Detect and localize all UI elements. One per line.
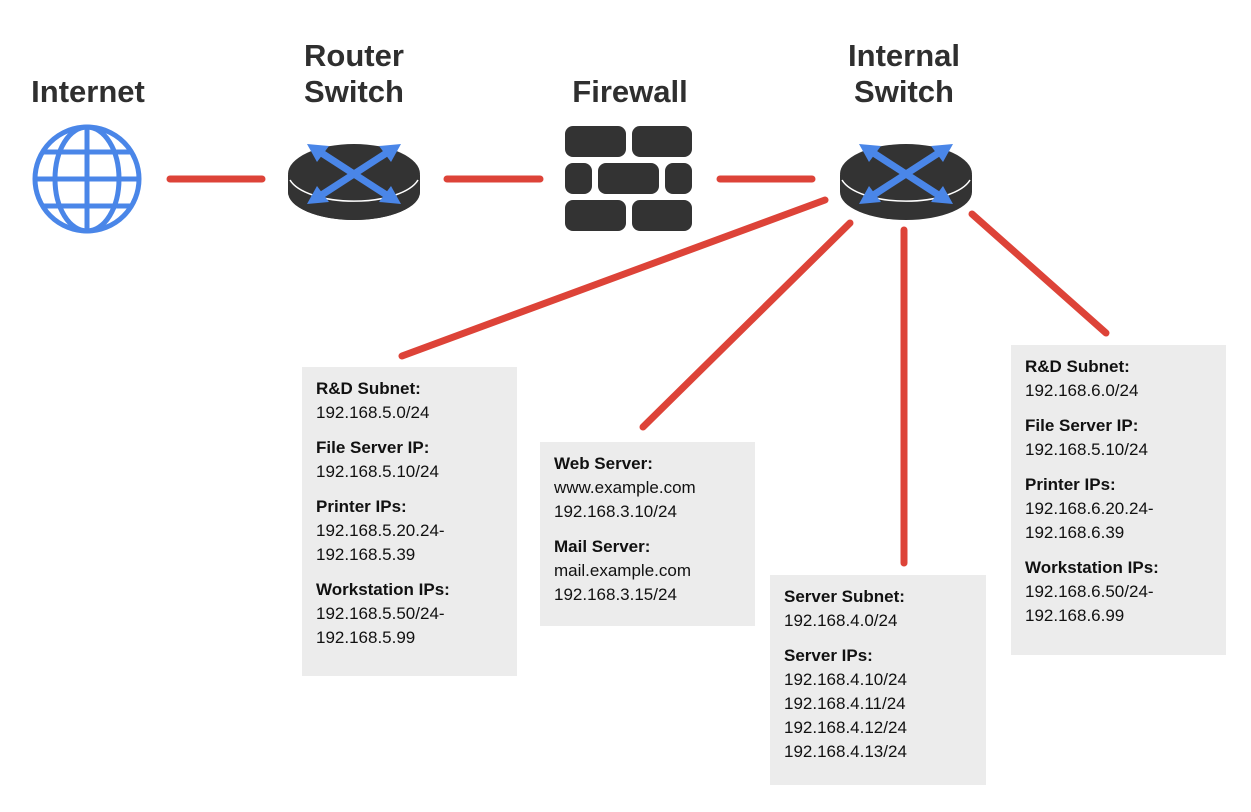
server-subnet-box: Server Subnet: 192.168.4.0/24 Server IPs… bbox=[770, 575, 986, 785]
group-line: 192.168.5.10/24 bbox=[316, 462, 439, 481]
server-subnet-group: Server Subnet: 192.168.4.0/24 bbox=[784, 585, 972, 633]
group-line: 192.168.6.39 bbox=[1025, 523, 1125, 542]
link-switch-rd-right bbox=[968, 210, 1110, 337]
group-title: Server Subnet: bbox=[784, 587, 905, 606]
web-server-group: Web Server: www.example.com 192.168.3.10… bbox=[554, 452, 741, 524]
printer-group: Printer IPs: 192.168.6.20.24- 192.168.6.… bbox=[1025, 473, 1212, 545]
rd-subnet-group: R&D Subnet: 192.168.6.0/24 bbox=[1025, 355, 1212, 403]
group-title: Server IPs: bbox=[784, 646, 873, 665]
switch-icon bbox=[837, 130, 977, 231]
group-title: File Server IP: bbox=[316, 438, 430, 457]
group-line: 192.168.5.99 bbox=[316, 628, 416, 647]
internal-switch-label: Internal Switch bbox=[848, 38, 960, 109]
rd-subnet-group: R&D Subnet: 192.168.5.0/24 bbox=[316, 377, 503, 425]
group-line: 192.168.5.50/24- bbox=[316, 604, 445, 623]
group-line: 192.168.5.10/24 bbox=[1025, 440, 1148, 459]
link-switch-rd-left bbox=[398, 196, 829, 360]
group-line: 192.168.4.0/24 bbox=[784, 611, 898, 630]
group-line: 192.168.6.99 bbox=[1025, 606, 1125, 625]
group-line: 192.168.6.50/24- bbox=[1025, 582, 1154, 601]
internet-label: Internet bbox=[31, 74, 145, 109]
link-switch-web-mail bbox=[639, 219, 854, 431]
group-title: R&D Subnet: bbox=[316, 379, 421, 398]
group-line: www.example.com bbox=[554, 478, 696, 497]
printer-group: Printer IPs: 192.168.5.20.24- 192.168.5.… bbox=[316, 495, 503, 567]
group-line: 192.168.4.12/24 bbox=[784, 718, 907, 737]
group-line: 192.168.4.11/24 bbox=[784, 694, 906, 713]
router-label: Router Switch bbox=[304, 38, 404, 109]
group-line: 192.168.5.0/24 bbox=[316, 403, 430, 422]
group-title: File Server IP: bbox=[1025, 416, 1139, 435]
rd-subnet-left-box: R&D Subnet: 192.168.5.0/24 File Server I… bbox=[302, 367, 517, 676]
router-icon bbox=[285, 130, 425, 231]
group-line: 192.168.4.10/24 bbox=[784, 670, 907, 689]
group-line: 192.168.5.20.24- bbox=[316, 521, 445, 540]
web-mail-box: Web Server: www.example.com 192.168.3.10… bbox=[540, 442, 755, 626]
group-title: Workstation IPs: bbox=[316, 580, 450, 599]
file-server-group: File Server IP: 192.168.5.10/24 bbox=[316, 436, 503, 484]
group-line: 192.168.6.20.24- bbox=[1025, 499, 1154, 518]
firewall-label: Firewall bbox=[572, 74, 688, 109]
server-ips-group: Server IPs: 192.168.4.10/24 192.168.4.11… bbox=[784, 644, 972, 764]
globe-icon bbox=[32, 124, 144, 241]
firewall-icon bbox=[565, 126, 695, 239]
rd-subnet-right-box: R&D Subnet: 192.168.6.0/24 File Server I… bbox=[1011, 345, 1226, 655]
group-line: mail.example.com bbox=[554, 561, 691, 580]
mail-server-group: Mail Server: mail.example.com 192.168.3.… bbox=[554, 535, 741, 607]
group-line: 192.168.4.13/24 bbox=[784, 742, 907, 761]
group-title: Printer IPs: bbox=[316, 497, 407, 516]
group-line: 192.168.5.39 bbox=[316, 545, 416, 564]
file-server-group: File Server IP: 192.168.5.10/24 bbox=[1025, 414, 1212, 462]
group-title: R&D Subnet: bbox=[1025, 357, 1130, 376]
workstation-group: Workstation IPs: 192.168.5.50/24- 192.16… bbox=[316, 578, 503, 650]
group-line: 192.168.6.0/24 bbox=[1025, 381, 1139, 400]
group-title: Web Server: bbox=[554, 454, 653, 473]
group-line: 192.168.3.10/24 bbox=[554, 502, 677, 521]
group-title: Mail Server: bbox=[554, 537, 651, 556]
workstation-group: Workstation IPs: 192.168.6.50/24- 192.16… bbox=[1025, 556, 1212, 628]
group-title: Workstation IPs: bbox=[1025, 558, 1159, 577]
group-line: 192.168.3.15/24 bbox=[554, 585, 677, 604]
group-title: Printer IPs: bbox=[1025, 475, 1116, 494]
